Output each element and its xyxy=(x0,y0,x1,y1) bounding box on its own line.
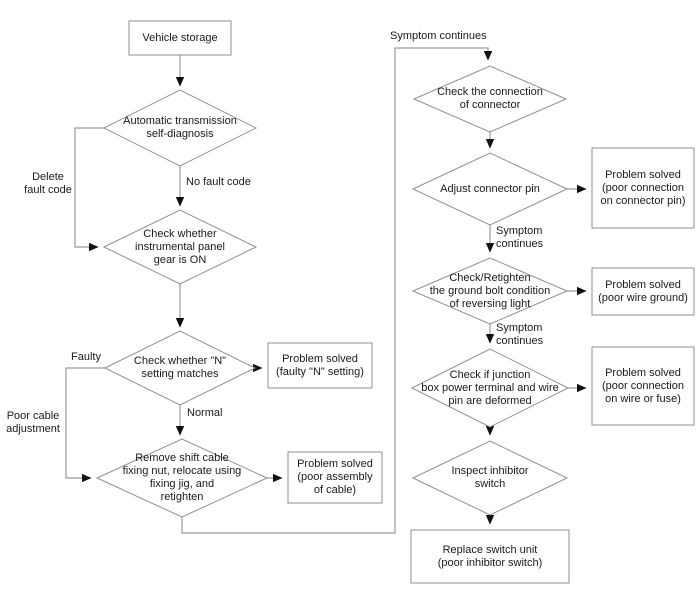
decision-panel-gear-shape xyxy=(102,209,258,285)
node-solved-cable-assembly: Problem solved (poor assembly of cable) xyxy=(297,458,373,496)
node-adjust-pin: Adjust connector pin xyxy=(440,182,540,195)
edge-label-symptom-continues-top: Symptom continues xyxy=(390,30,487,42)
edge-label-normal: Normal xyxy=(187,407,223,419)
result-box-replace-switch xyxy=(410,529,570,584)
node-solved-wire-ground: Problem solved (poor wire ground) xyxy=(598,278,688,304)
node-solved-wire-fuse: Problem solved (poor connection on wire … xyxy=(602,366,684,405)
result-box-connector-pin xyxy=(591,147,695,229)
node-remove-cable: Remove shift cable fixing nut, relocate … xyxy=(122,452,242,503)
result-box-faulty-n-setting xyxy=(267,342,373,389)
node-solved-n-setting: Problem solved (faulty "N" setting) xyxy=(276,352,364,378)
connector-faulty-loop xyxy=(65,367,105,483)
node-n-setting: Check whether "N" setting matches xyxy=(133,355,227,380)
decision-adjust-pin-shape xyxy=(411,152,569,226)
result-box-wire-fuse xyxy=(591,346,695,426)
edge-label-no-fault-code: No fault code xyxy=(186,176,251,188)
node-ground-bolt: Check/Retighten the ground bolt conditio… xyxy=(429,271,551,310)
decision-remove-cable-shape xyxy=(95,438,269,518)
edge-label-poor-cable-adjustment: Poor cable adjustment xyxy=(6,410,60,435)
decision-junction-box-shape xyxy=(410,348,570,428)
decision-check-connector-shape xyxy=(412,65,568,133)
node-junction-box: Check if junction box power terminal and… xyxy=(421,368,559,407)
result-box-poor-cable-assembly xyxy=(287,451,383,504)
decision-inhibitor-switch-shape xyxy=(411,440,569,516)
node-replace-switch: Replace switch unit (poor inhibitor swit… xyxy=(437,543,543,569)
connector-delete-fault-code-loop xyxy=(74,127,104,252)
edge-label-symptom-continues-low: Symptom continues xyxy=(496,322,544,347)
decision-self-diagnosis-shape xyxy=(102,89,258,167)
edge-label-delete-fault-code: Delete fault code xyxy=(24,171,72,196)
node-vehicle-storage: Vehicle storage xyxy=(142,31,218,44)
node-self-diagnosis: Automatic transmission self-diagnosis xyxy=(123,115,237,140)
result-box-wire-ground xyxy=(591,267,695,316)
decision-n-setting-shape xyxy=(103,330,257,406)
node-check-connector: Check the connection of connector xyxy=(437,86,543,111)
process-box-vehicle-storage xyxy=(128,20,232,56)
edge-label-faulty: Faulty xyxy=(71,351,101,363)
node-solved-connector-pin: Problem solved (poor connection on conne… xyxy=(600,168,686,207)
node-panel-gear: Check whether instrumental panel gear is… xyxy=(135,227,225,266)
decision-ground-bolt-shape xyxy=(411,257,569,325)
connector-symptom-continues-loop xyxy=(181,47,493,534)
node-inspect-inhibitor: Inspect inhibitor switch xyxy=(451,465,529,490)
edge-label-symptom-continues-mid: Symptom continues xyxy=(496,225,544,250)
